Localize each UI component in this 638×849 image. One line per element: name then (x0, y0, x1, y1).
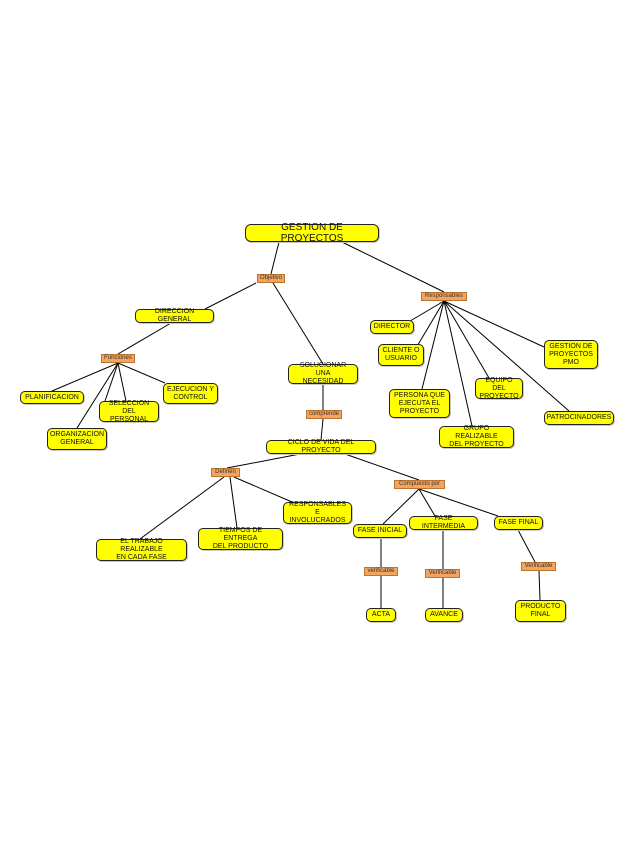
link-objetivo: Objetivo (257, 274, 285, 283)
node-director: DIRECTOR (370, 320, 414, 334)
node-seleccion-personal: SELECCION DEL PERSONAL (99, 400, 159, 423)
connector-line-33 (443, 300, 570, 412)
link-comprende: comprende (306, 410, 342, 419)
link-verificable-3: Verificable (521, 562, 556, 571)
connector-line-31 (443, 300, 490, 379)
connector-line-2 (341, 241, 445, 293)
link-funciones: Funciones (101, 354, 135, 363)
link-compuesto-por: Compuesto por (394, 480, 445, 489)
connector-line-32 (443, 300, 545, 348)
connector-line-5 (117, 322, 172, 355)
node-fase-final: FASE FINAL (494, 516, 543, 530)
connector-line-6 (51, 362, 119, 392)
node-grupo-realizable: GRUPO REALIZABLE DEL PROYECTO (439, 425, 514, 448)
link-definen: Definen (211, 468, 240, 477)
node-equipo-proyecto: EQUIPO DEL PROYECTO (475, 377, 523, 400)
connector-line-17 (233, 476, 293, 503)
connector-line-28 (415, 300, 445, 349)
connector-line-16 (229, 476, 238, 529)
node-producto-final: PRODUCTO FINAL (515, 600, 566, 622)
node-acta: ACTA (366, 608, 396, 622)
connector-line-18 (382, 488, 420, 525)
connector-line-1 (270, 241, 280, 275)
node-cliente-usuario: CLIENTE O USUARIO (378, 344, 424, 366)
node-patrocinadores: PATROCINADORES (544, 411, 614, 425)
connector-line-29 (421, 300, 445, 390)
node-persona-ejecuta: PERSONA QUE EJECUTA EL PROYECTO (389, 389, 450, 418)
node-fase-intermedia: FASE INTERMEDIA (409, 515, 478, 530)
node-planificacion: PLANIFICACION (20, 391, 84, 404)
node-solucionar-necesidad: SOLUCIONAR UNA NECESIDAD (288, 362, 358, 385)
link-verificable-1: verificable (364, 567, 398, 576)
connector-line-25 (517, 529, 536, 563)
connector-line-13 (226, 453, 301, 469)
connector-line-3 (204, 282, 257, 310)
node-trabajo-realizable: EL TRABAJO REALIZABLE EN CADA FASE (96, 538, 187, 561)
node-ciclo-de-vida: CICLO DE VIDA DEL PROYECTO (266, 439, 376, 454)
link-verificable-2: Verificable (425, 569, 460, 578)
connector-line-26 (538, 570, 541, 601)
node-avance: AVANCE (425, 608, 463, 622)
connector-line-14 (344, 453, 420, 481)
connector-line-12 (320, 418, 324, 441)
node-ejecucion-control: EJECUCION Y CONTROL (163, 383, 218, 404)
node-gestion-de-proyectos: GESTION DE PROYECTOS (245, 222, 379, 244)
node-tiempos-entrega: TIEMPOS DE ENTREGA DEL PRODUCTO (198, 527, 283, 550)
connector-line-30 (443, 300, 473, 427)
node-organizacion-general: ORGANIZACION GENERAL (47, 428, 107, 450)
node-direccion-general: DIRECCION GENERAL (135, 308, 214, 323)
connector-line-9 (117, 362, 166, 384)
node-fase-inicial: FASE INICIAL (353, 524, 407, 538)
node-gestion-pmo: GESTION DE PROYECTOS PMO (544, 340, 598, 369)
connector-line-7 (104, 362, 119, 402)
connector-line-15 (139, 476, 225, 540)
connector-line-19 (418, 488, 436, 517)
connector-line-20 (418, 488, 499, 517)
node-responsables-involucrados: RESPONSABLES E INVOLUCRADOS (283, 501, 352, 524)
connector-line-8 (117, 362, 127, 402)
connector-line-4 (272, 282, 324, 365)
connector-line-10 (76, 362, 119, 429)
link-responsables: Responsables (421, 292, 467, 301)
